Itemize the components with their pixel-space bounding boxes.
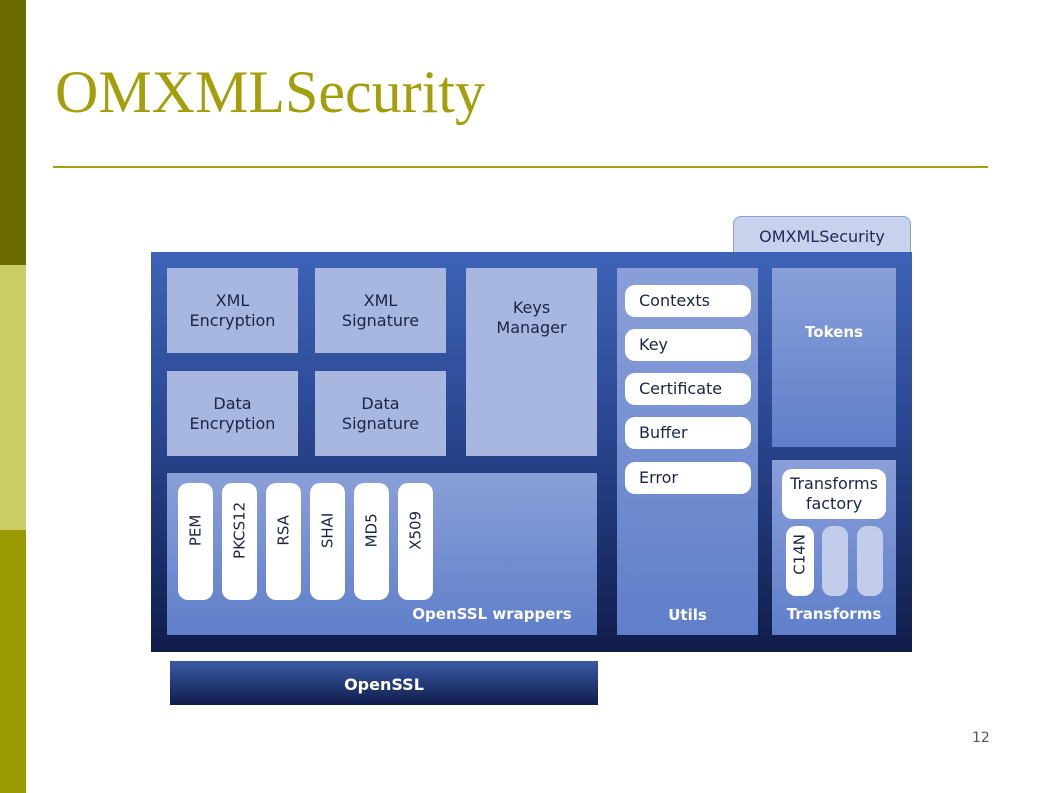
transform-slot-3 [857,526,883,596]
omxmlsecurity-tab: OMXMLSecurity [733,216,911,252]
title-underline [53,166,988,168]
pkcs12-item: PKCS12 [222,483,257,600]
buffer-item: Buffer [625,417,751,449]
data-encryption-box: Data Encryption [167,371,298,456]
architecture-diagram: XML Encryption XML Signature Data Encryp… [151,252,912,652]
xml-signature-box: XML Signature [315,268,446,353]
sidebar-bar-middle [0,265,26,530]
x509-label: X509 [406,511,425,551]
slide-title: OMXMLSecurity [55,59,485,125]
error-item: Error [625,462,751,494]
pem-item: PEM [178,483,213,600]
key-item: Key [625,329,751,361]
pem-label: PEM [186,514,205,547]
x509-item: X509 [398,483,433,600]
xml-encryption-box: XML Encryption [167,268,298,353]
sidebar-bar-bottom [0,530,26,793]
openssl-wrappers-box: PEM PKCS12 RSA SHAI MD5 X509 OpenSSL wra… [167,473,597,635]
md5-item: MD5 [354,483,389,600]
openssl-bar: OpenSSL [170,661,598,705]
tokens-box: Tokens [772,268,896,447]
data-signature-box: Data Signature [315,371,446,456]
transforms-box: Transforms factory C14N Transforms [772,460,896,635]
page-number: 12 [972,730,990,746]
rsa-label: RSA [274,515,293,546]
openssl-wrappers-label: OpenSSL wrappers [412,605,572,623]
certificate-item: Certificate [625,373,751,405]
c14n-item: C14N [786,526,814,596]
utils-box: Contexts Key Certificate Buffer Error Ut… [617,268,758,635]
transforms-label: Transforms [786,605,882,623]
c14n-label: C14N [790,534,809,576]
md5-label: MD5 [362,513,381,548]
utils-label: Utils [668,606,707,624]
transform-slot-2 [822,526,848,596]
sidebar-bar-top [0,0,26,265]
shai-label: SHAI [318,512,337,549]
contexts-item: Contexts [625,285,751,317]
keys-manager-box: Keys Manager [466,268,597,456]
pkcs12-label: PKCS12 [230,502,249,560]
transforms-factory-item: Transforms factory [782,469,886,519]
rsa-item: RSA [266,483,301,600]
shai-item: SHAI [310,483,345,600]
